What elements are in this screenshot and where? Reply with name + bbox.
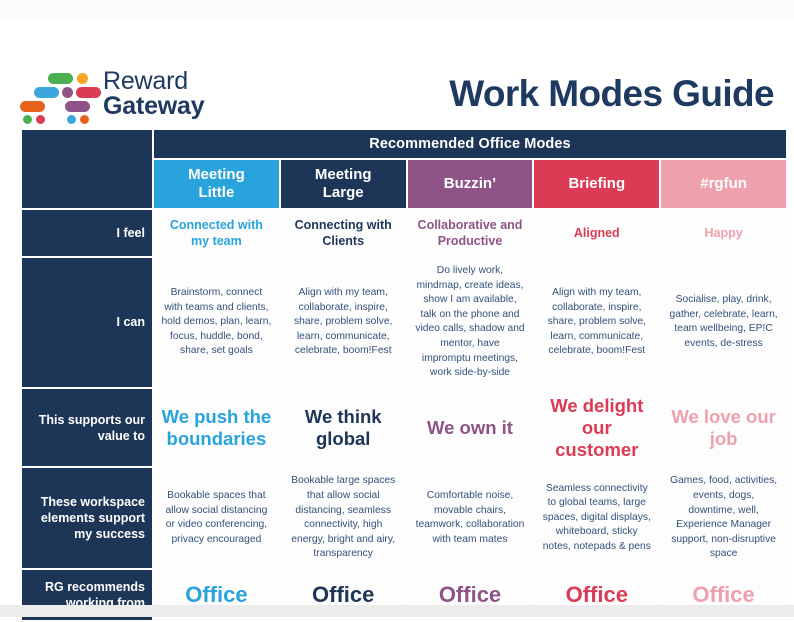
cell-workspace-buzzin: Comfortable noise, movable chairs, teamw… [407,468,533,569]
cell-workspace-meeting-little: Bookable spaces that allow social distan… [154,468,279,569]
page-top-band [0,0,794,18]
mode-header-rgfun[interactable]: #rgfun [661,160,786,208]
brand-lockup: Reward Gateway [20,67,205,124]
brand-wordmark-line2: Gateway [103,92,205,120]
page-bottom-band [0,605,794,617]
mode-header-meeting-large[interactable]: Meeting Large [280,160,406,208]
cell-i-can-meeting-large: Align with my team, collaborate, inspire… [280,258,406,387]
cell-i-can-meeting-little: Brainstorm, connect with teams and clien… [154,258,279,387]
cell-value-buzzin: We own it [407,388,533,467]
cell-i-can-briefing: Align with my team, collaborate, inspire… [534,258,660,387]
cell-i-feel-meeting-large: Connecting with Clients [280,210,406,256]
row-label-workspace-elements: These workspace elements support my succ… [22,468,152,569]
row-label-i-feel: I feel [22,210,152,256]
mode-header-meeting-little[interactable]: Meeting Little [154,160,279,208]
row-label-i-can: I can [22,258,152,387]
cell-value-rgfun: We love our job [661,388,786,467]
brand-wordmark-line1: Reward [103,67,188,95]
document-header: Reward Gateway Work Modes Guide [20,58,775,130]
cell-i-feel-buzzin: Collaborative and Productive [407,210,533,256]
cell-i-can-rgfun: Socialise, play, drink, gather, celebrat… [661,258,786,387]
table-row-this-supports-our-value-to: This supports our value to We push the b… [22,388,786,467]
cell-workspace-rgfun: Games, food, activities, events, dogs, d… [661,468,786,569]
table-row-i-can: I can Brainstorm, connect with teams and… [22,258,786,387]
document-sheet: Reward Gateway Work Modes Guide Recommen… [0,18,794,621]
reward-gateway-dots-logo-icon [20,70,101,124]
page-title: Work Modes Guide [449,73,774,114]
work-modes-table: Recommended Office Modes Meeting Little … [20,128,788,622]
brand-wordmark: Reward Gateway [103,67,205,120]
mode-header-line1: Meeting [314,166,372,183]
row-label-this-supports-our-value-to: This supports our value to [22,388,152,467]
cell-workspace-meeting-large: Bookable large spaces that allow social … [280,468,406,569]
mode-header-line2: Little [198,184,235,201]
table-row-workspace-elements: These workspace elements support my succ… [22,468,786,569]
table-corner-cell [22,130,152,208]
table-group-header-row: Recommended Office Modes [22,130,786,208]
cell-value-briefing: We delight our customer [534,388,660,467]
table-mode-header-row: Meeting Little Meeting Large Buzzin’ Bri… [22,160,786,208]
mode-header-line1: Meeting [188,166,245,183]
table-row-i-feel: I feel Connected with my team Connecting… [22,210,786,256]
mode-header-line2: Large [322,184,364,201]
cell-i-feel-rgfun: Happy [661,210,786,256]
mode-header-briefing[interactable]: Briefing [534,160,660,208]
cell-i-can-buzzin: Do lively work, mindmap, create ideas, s… [407,258,533,387]
cell-value-meeting-little: We push the boundaries [154,388,279,467]
mode-header-buzzin[interactable]: Buzzin’ [407,160,533,208]
mode-header-line1: Briefing [568,175,626,192]
group-header-recommended-office-modes: Recommended Office Modes [154,130,786,158]
cell-workspace-briefing: Seamless connectivity to global teams, l… [534,468,660,569]
mode-header-line1: Buzzin’ [443,175,497,192]
cell-value-meeting-large: We think global [280,388,406,467]
mode-header-line1: #rgfun [700,175,747,192]
cell-i-feel-briefing: Aligned [534,210,660,256]
cell-i-feel-meeting-little: Connected with my team [154,210,279,256]
